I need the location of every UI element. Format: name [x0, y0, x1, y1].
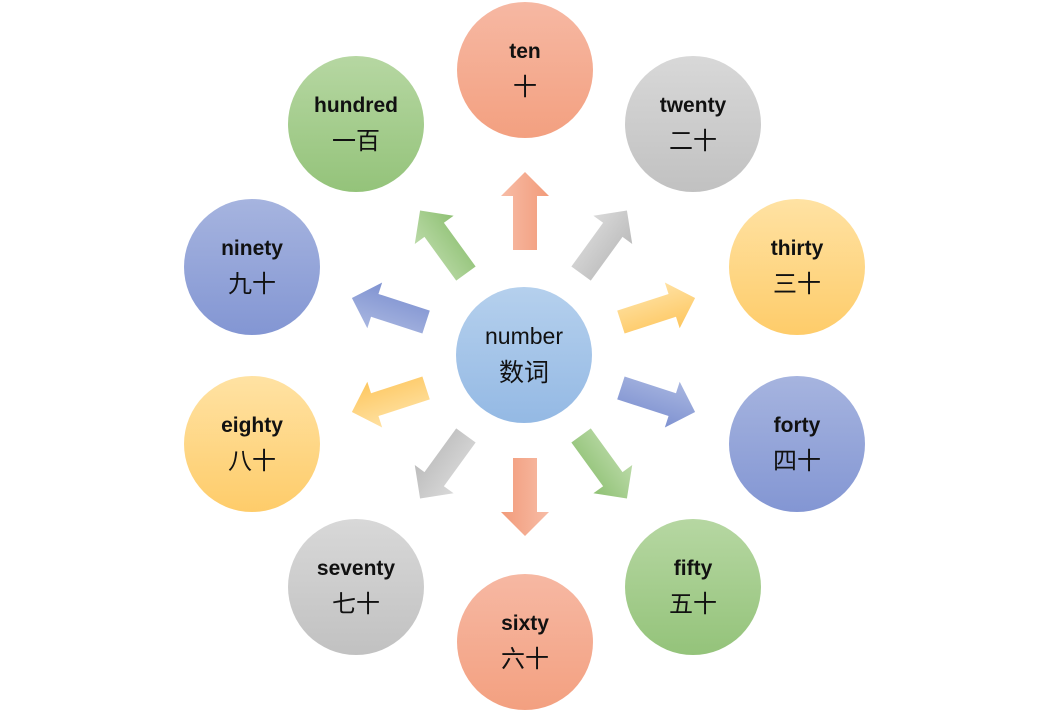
node-label-en: ninety	[221, 237, 283, 260]
arrow-to-thirty	[617, 282, 696, 334]
node-label-zh: 十	[513, 73, 537, 101]
center-node-number: number 数词	[456, 287, 592, 423]
arrow-to-hundred	[414, 210, 476, 281]
node-ten: ten 十	[457, 2, 593, 138]
node-sixty: sixty 六十	[457, 574, 593, 710]
arrow-to-ten	[501, 172, 549, 250]
node-eighty: eighty 八十	[184, 376, 320, 512]
node-label-zh: 三十	[773, 270, 821, 298]
node-label-zh: 七十	[332, 590, 380, 618]
arrow-to-ninety	[351, 282, 430, 334]
node-label-en: thirty	[770, 237, 824, 260]
node-ninety: ninety 九十	[184, 199, 320, 335]
node-label-zh: 一百	[332, 127, 380, 155]
node-label-zh: 四十	[773, 447, 821, 475]
node-label-zh: 二十	[669, 127, 717, 155]
node-label-zh: 五十	[669, 590, 717, 618]
arrow-to-eighty	[351, 376, 430, 428]
node-label-zh: 六十	[501, 645, 549, 673]
arrow-to-fifty	[571, 428, 633, 499]
node-label-zh: 八十	[228, 447, 276, 475]
center-label-zh: 数词	[498, 358, 549, 387]
arrow-to-sixty	[501, 458, 549, 536]
node-label-en: seventy	[316, 557, 396, 580]
arrow-to-seventy	[414, 428, 476, 499]
node-thirty: thirty 三十	[729, 199, 865, 335]
node-label-en: sixty	[501, 612, 549, 635]
node-label-en: fifty	[673, 557, 713, 580]
node-seventy: seventy 七十	[288, 519, 424, 655]
node-forty: forty 四十	[729, 376, 865, 512]
node-label-zh: 九十	[228, 270, 276, 298]
node-label-en: ten	[509, 40, 541, 63]
arrow-to-twenty	[571, 210, 633, 281]
center-label-en: number	[485, 323, 563, 349]
node-label-en: hundred	[314, 94, 398, 117]
node-label-en: eighty	[221, 414, 283, 437]
node-label-en: forty	[773, 414, 821, 437]
node-twenty: twenty 二十	[625, 56, 761, 192]
node-label-en: twenty	[659, 94, 727, 117]
node-hundred: hundred 一百	[288, 56, 424, 192]
node-fifty: fifty 五十	[625, 519, 761, 655]
arrow-to-forty	[617, 376, 696, 428]
